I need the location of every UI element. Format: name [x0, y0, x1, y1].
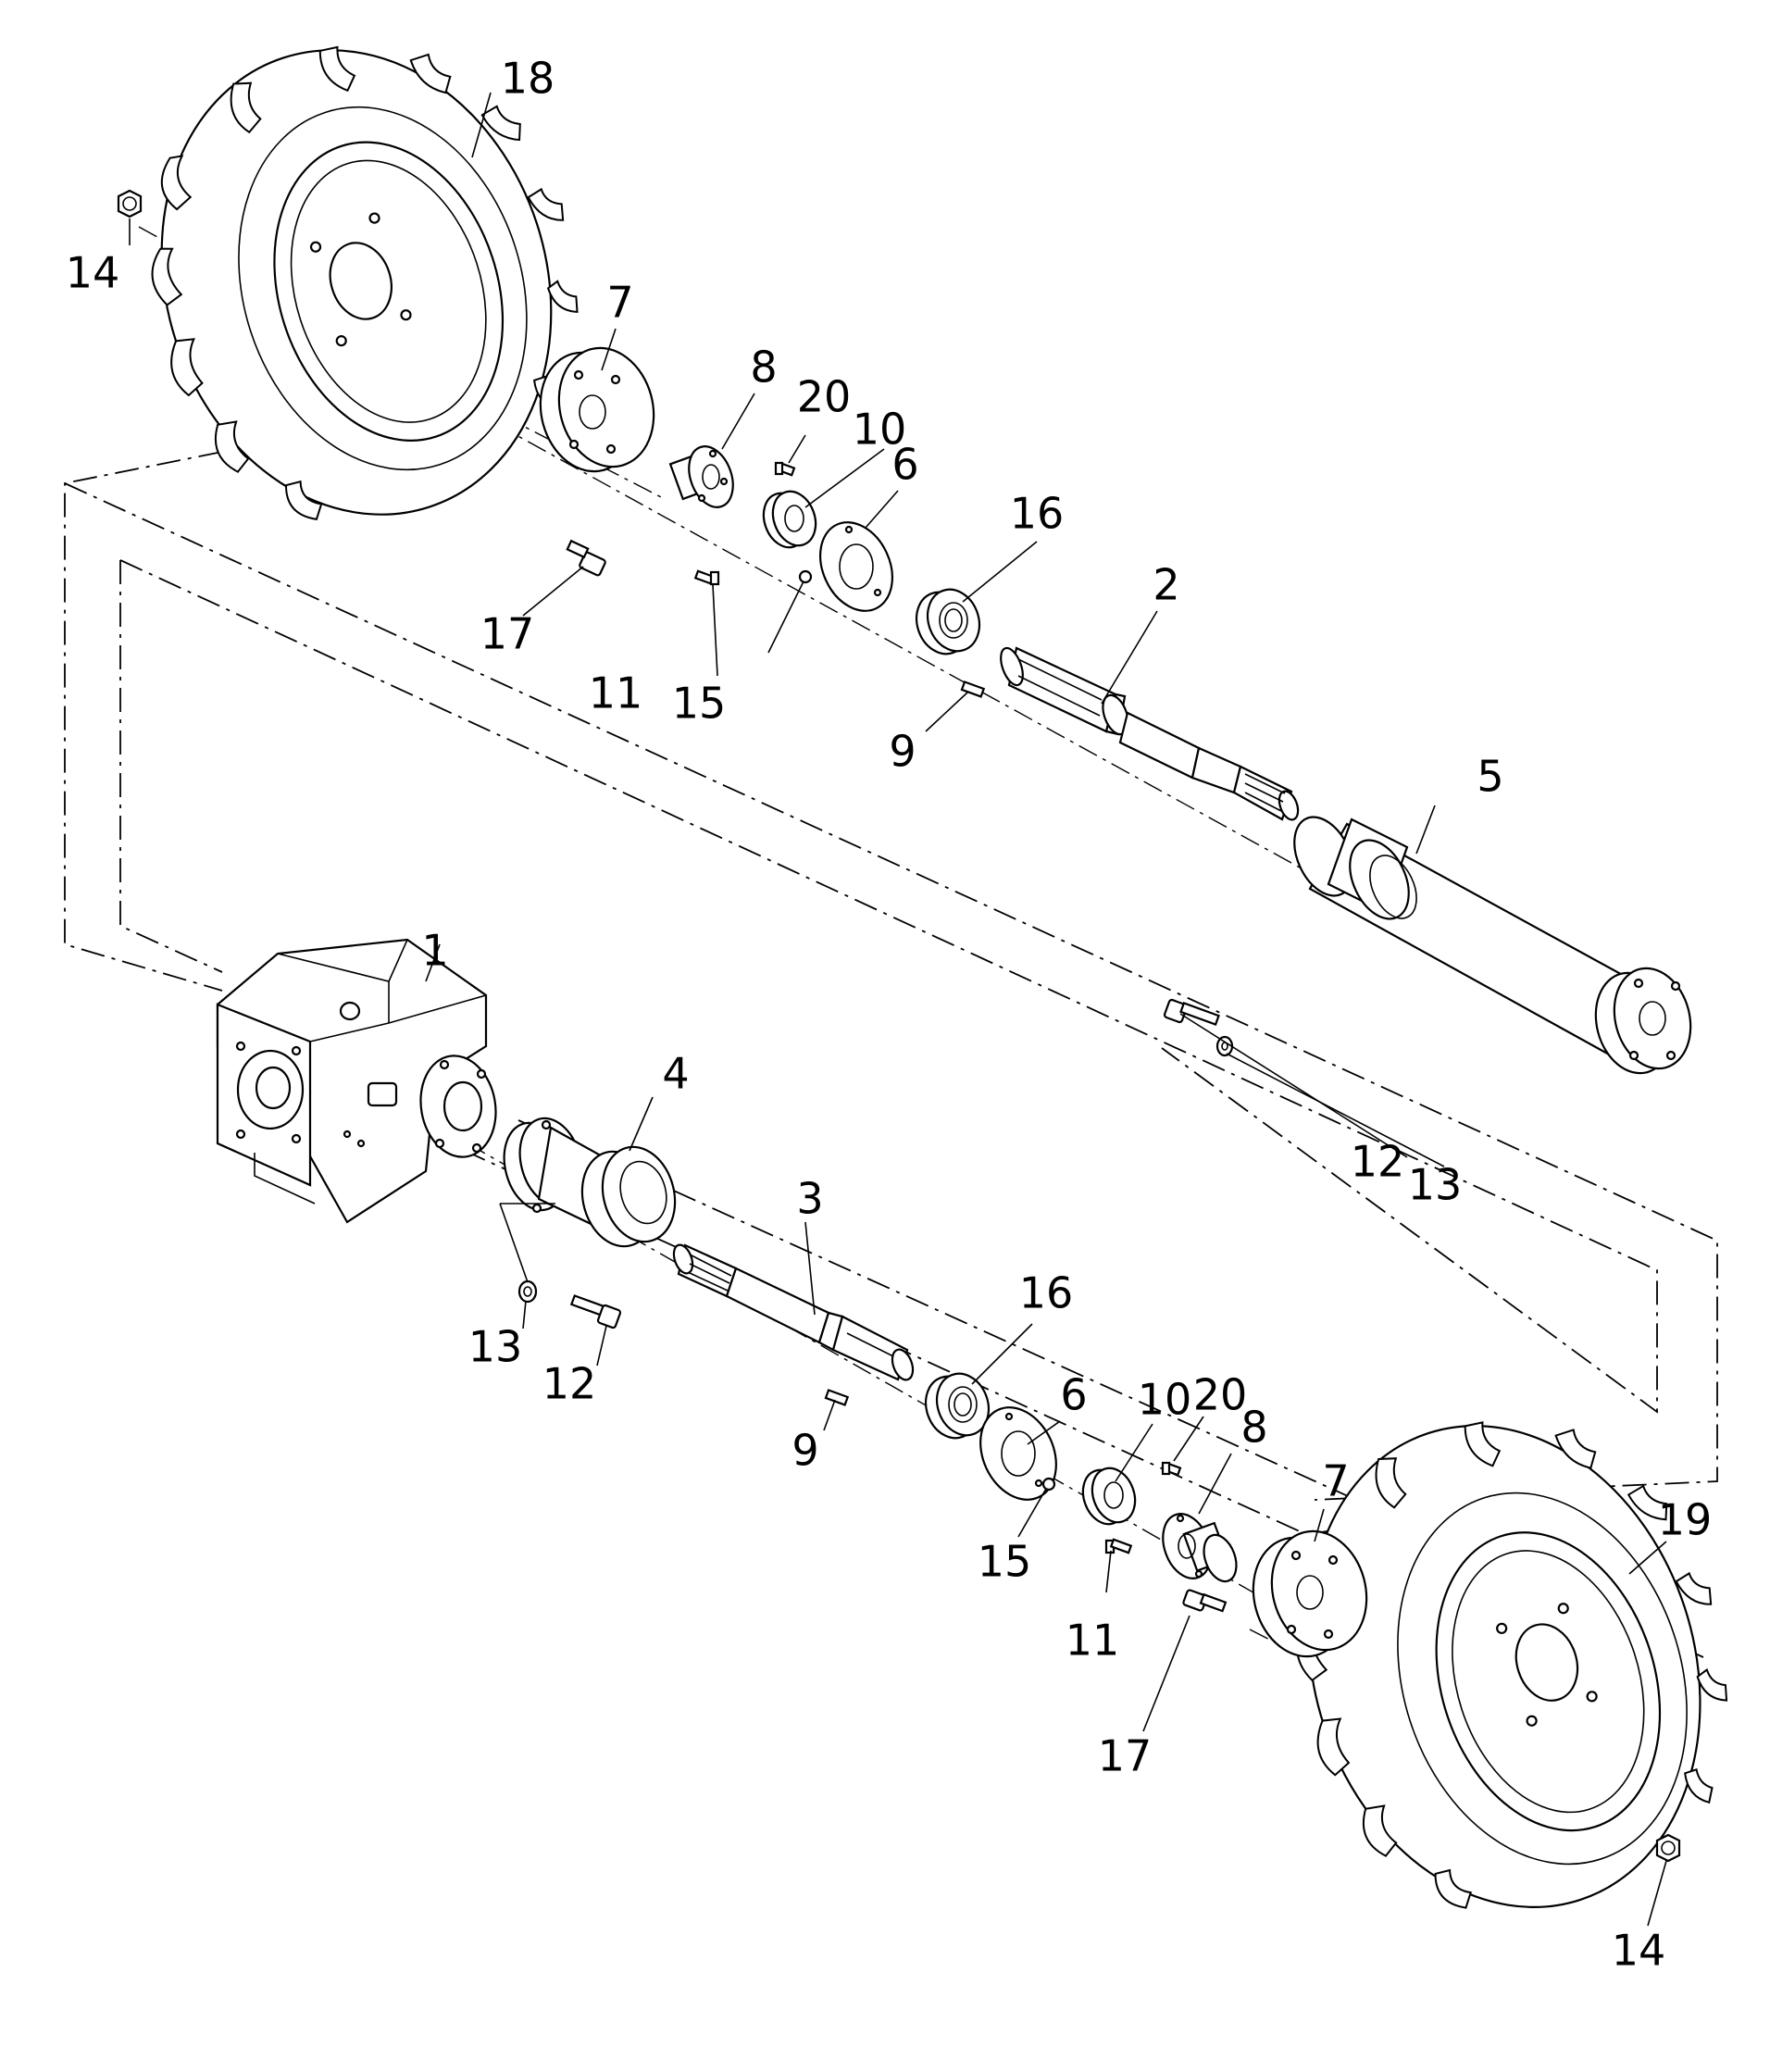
callout-12-upper: 12 — [1351, 1137, 1405, 1187]
upper-wheel — [151, 45, 579, 520]
callout-15-lower: 15 — [978, 1537, 1032, 1587]
callout-10-lower: 10 — [1138, 1375, 1192, 1425]
gearbox-housing — [216, 938, 497, 1224]
callout-9-upper: 9 — [889, 727, 916, 777]
lower-screw-11 — [1104, 1538, 1133, 1554]
upper-wheel-nut — [117, 189, 143, 218]
callout-13-upper: 13 — [1408, 1160, 1463, 1210]
coupling-sleeve — [503, 1117, 677, 1248]
lower-hub-flange — [1252, 1529, 1368, 1658]
callout-10-upper: 10 — [853, 405, 907, 455]
callout-labels: 18 14 7 8 20 10 6 16 2 17 11 15 9 5 1 4 … — [66, 54, 1713, 1976]
callout-8-upper: 8 — [750, 343, 777, 393]
lower-wheel-bolt-hole-3 — [1526, 1715, 1538, 1727]
callout-20-lower: 20 — [1193, 1370, 1248, 1420]
lower-flange-plate — [979, 1406, 1057, 1501]
callout-18: 18 — [501, 54, 555, 104]
upper-key — [960, 680, 986, 698]
lower-wheel-bolt-hole-2 — [1557, 1603, 1569, 1615]
callout-15-upper: 15 — [672, 679, 727, 729]
lower-key — [824, 1389, 850, 1406]
callout-16-upper: 16 — [1010, 489, 1065, 539]
lower-washer-13 — [517, 1279, 538, 1304]
lower-wheel-nut — [1655, 1833, 1681, 1863]
callout-2: 2 — [1153, 560, 1179, 610]
upper-wheel-rim-inner — [290, 159, 487, 423]
callout-14-upper: 14 — [66, 248, 120, 298]
inner-assembly-outline-2 — [119, 559, 1658, 1414]
lower-tire-sidewall — [1397, 1492, 1688, 1866]
inner-assembly-outline — [119, 560, 223, 973]
callout-11-lower: 11 — [1066, 1616, 1120, 1666]
upper-hub-flange — [539, 346, 655, 473]
lower-stud-bolt — [1182, 1589, 1228, 1613]
callout-19: 19 — [1658, 1495, 1713, 1545]
lower-bolt-12 — [569, 1294, 622, 1329]
callout-8-lower: 8 — [1240, 1403, 1267, 1453]
lower-wheel-bolt-hole-1 — [1496, 1622, 1508, 1634]
upper-tire-treads — [151, 45, 579, 520]
lower-set-screw — [1041, 1477, 1056, 1492]
upper-wheel-bolt-hole-3 — [335, 335, 347, 347]
upper-wheel-hub-hole — [329, 242, 393, 320]
upper-wheel-bolt-hole-4 — [400, 309, 412, 321]
lower-screw-20 — [1161, 1461, 1182, 1477]
callout-16-lower: 16 — [1019, 1268, 1074, 1318]
callout-5: 5 — [1477, 752, 1503, 802]
callout-6-upper: 6 — [891, 440, 918, 490]
callout-4: 4 — [662, 1049, 689, 1099]
upper-wheel-bolt-hole-2 — [368, 212, 380, 224]
callout-14-lower: 14 — [1612, 1926, 1666, 1976]
callout-9-lower: 9 — [792, 1426, 818, 1476]
callout-11-upper: 11 — [589, 668, 643, 718]
lower-wheel-rim-inner — [1452, 1550, 1645, 1814]
upper-lock-collar — [762, 490, 817, 549]
upper-bearing — [915, 588, 981, 655]
callout-17-lower: 17 — [1098, 1731, 1153, 1781]
lower-axle-shaft — [672, 1243, 915, 1381]
upper-flange-plate — [819, 521, 893, 612]
axle-tube — [1293, 816, 1692, 1075]
upper-wheel-bolt-hole-1 — [309, 241, 322, 253]
callout-17-upper: 17 — [480, 609, 535, 659]
upper-washer-13 — [1215, 1035, 1234, 1057]
upper-screw-20 — [774, 461, 796, 477]
upper-axle-shaft — [1000, 646, 1300, 821]
lower-wheel-hub-hole — [1514, 1623, 1579, 1702]
callout-7-lower: 7 — [1322, 1456, 1349, 1506]
upper-stud-bolt — [566, 539, 606, 577]
leader-lines — [129, 92, 1667, 1927]
callout-1: 1 — [421, 926, 448, 976]
upper-set-screw — [798, 569, 813, 584]
lower-wheel-bolt-hole-4 — [1586, 1691, 1598, 1703]
upper-screw-11 — [693, 569, 720, 586]
outer-assembly-outline — [64, 451, 223, 992]
lower-wheel — [1296, 1421, 1728, 1909]
diagonal-rail-outline — [462, 1149, 1658, 1695]
callout-12-lower: 12 — [542, 1359, 597, 1409]
upper-tire-sidewall — [238, 106, 528, 471]
lower-splined-hub — [1162, 1513, 1238, 1583]
upper-bolt-12 — [1163, 998, 1220, 1026]
callout-20-upper: 20 — [797, 372, 852, 422]
upper-splined-hub — [668, 445, 734, 508]
callout-3: 3 — [796, 1174, 823, 1224]
callout-6-lower: 6 — [1060, 1370, 1087, 1420]
callout-13-lower: 13 — [468, 1322, 523, 1372]
lower-lock-collar — [1081, 1467, 1137, 1526]
callout-7-upper: 7 — [606, 278, 633, 328]
lower-bearing — [924, 1372, 991, 1440]
